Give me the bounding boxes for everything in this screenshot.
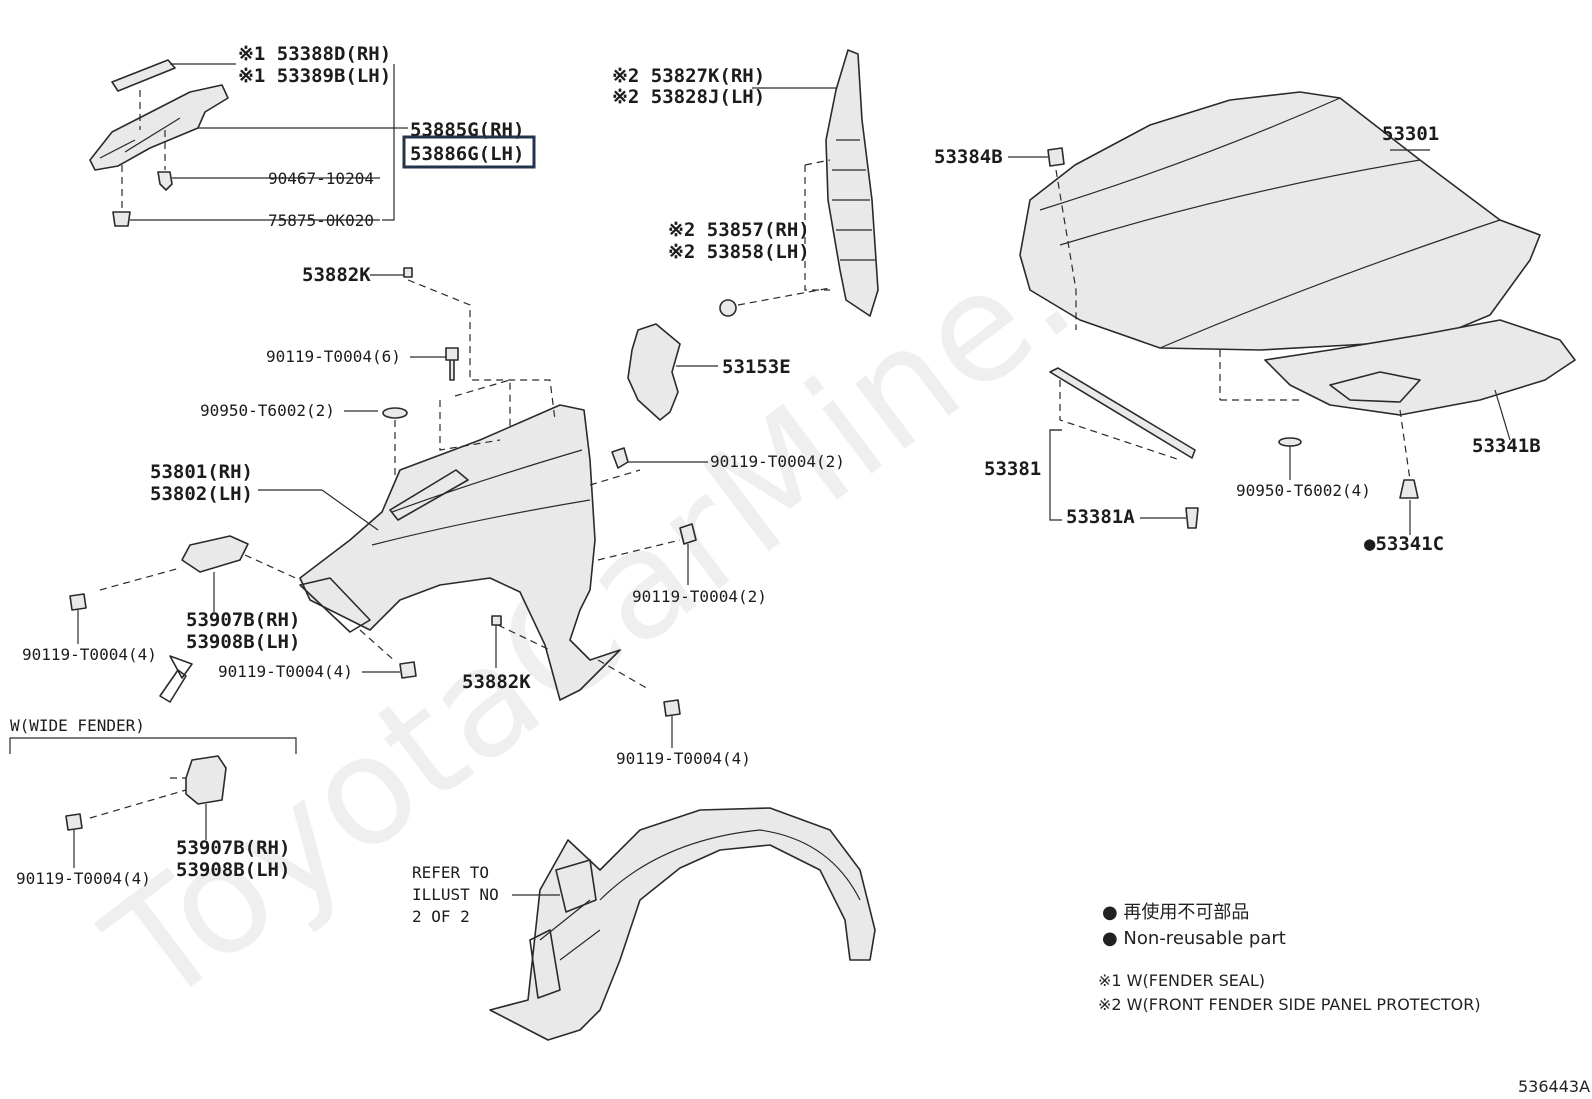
fender-liner-group	[489, 807, 876, 1041]
fender-front-bracket	[299, 577, 371, 633]
label-53801: 53801(RH)	[150, 461, 253, 483]
label-90119-4b: 90119-T0004(4)	[218, 662, 353, 681]
label-refer-3: 2 OF 2	[412, 907, 470, 926]
nut-53882K-b[interactable]	[491, 615, 502, 626]
bracket-53907B-b[interactable]	[185, 755, 227, 805]
label-53381A: 53381A	[1066, 506, 1135, 528]
label-90119-2b: 90119-T0004(2)	[632, 587, 767, 606]
legend-jp: ● 再使用不可部品	[1102, 902, 1249, 923]
label-53857: ※2 53857(RH)	[668, 219, 810, 241]
bolt-90119-2b[interactable]	[679, 523, 697, 545]
fender-seal-part[interactable]	[111, 59, 176, 92]
label-90119-4d: 90119-T0004(4)	[16, 869, 151, 888]
label-53153E: 53153E	[722, 356, 791, 378]
cushion-53384B[interactable]	[1047, 147, 1065, 167]
label-90119-6: 90119-T0004(6)	[266, 347, 401, 366]
label-53389B: ※1 53389B(LH)	[238, 65, 391, 87]
label-wide-fender: W(WIDE FENDER)	[10, 716, 145, 735]
label-53908B-b: 53908B(LH)	[176, 859, 290, 881]
clip-75875[interactable]	[112, 211, 131, 227]
label-53828J: ※2 53828J(LH)	[612, 86, 765, 108]
label-90950-4: 90950-T6002(4)	[1236, 481, 1371, 500]
clip-53381A[interactable]	[1185, 507, 1199, 529]
label-90119-4c: 90119-T0004(4)	[616, 749, 751, 768]
legend-note-1: ※1 W(FENDER SEAL)	[1098, 971, 1265, 990]
highlight-box-53886G	[402, 135, 536, 169]
label-90119-2a: 90119-T0004(2)	[710, 452, 845, 471]
label-90950-2: 90950-T6002(2)	[200, 401, 335, 420]
panel-protector-part[interactable]	[825, 49, 879, 317]
legend-en: ● Non-reusable part	[1102, 928, 1286, 949]
label-refer-1: REFER TO	[412, 863, 489, 882]
legend-note-2: ※2 W(FRONT FENDER SIDE PANEL PROTECTOR)	[1098, 995, 1481, 1014]
fender-flange	[389, 469, 469, 521]
label-53886G[interactable]: 53886G(LH)	[410, 143, 524, 165]
label-53802: 53802(LH)	[150, 483, 253, 505]
clip-53857[interactable]	[719, 299, 737, 317]
label-53384B: 53384B	[934, 146, 1003, 168]
seal-53153E[interactable]	[627, 323, 681, 421]
label-53341C: ●53341C	[1364, 533, 1444, 555]
label-53907B-a: 53907B(RH)	[186, 609, 300, 631]
plug-90950-2[interactable]	[382, 407, 408, 419]
label-53827K: ※2 53827K(RH)	[612, 65, 765, 87]
plug-90950-4[interactable]	[1278, 437, 1302, 447]
nut-53882K-a[interactable]	[403, 267, 413, 278]
hood-insulator-part[interactable]	[1264, 319, 1576, 416]
seal-bracket-part[interactable]	[89, 84, 229, 171]
side-panel-protector-group	[719, 49, 879, 317]
support-53381[interactable]	[1049, 367, 1196, 459]
label-53882K-b: 53882K	[462, 671, 531, 693]
bolt-90119-4a[interactable]	[69, 593, 87, 611]
label-53341B: 53341B	[1472, 435, 1541, 457]
fender-seal-group	[89, 59, 408, 227]
label-53388D: ※1 53388D(RH)	[238, 43, 391, 65]
label-53908B-a: 53908B(LH)	[186, 631, 300, 653]
label-53858: ※2 53858(LH)	[668, 241, 810, 263]
view-arrow	[159, 669, 187, 703]
clip-53341C[interactable]	[1399, 479, 1419, 499]
bolt-90119-6[interactable]	[445, 347, 459, 381]
label-53882K-a: 53882K	[302, 264, 371, 286]
label-90119-4a: 90119-T0004(4)	[22, 645, 157, 664]
clip-90467[interactable]	[157, 171, 173, 191]
bolt-90119-4d[interactable]	[65, 813, 83, 831]
label-90467: 90467-10204	[268, 169, 374, 188]
label-75875: 75875-0K020	[268, 211, 374, 230]
figure-id: 536443A	[1518, 1077, 1590, 1096]
label-refer-2: ILLUST NO	[412, 885, 499, 904]
label-53301: 53301	[1382, 123, 1439, 145]
bracket-53907B-a[interactable]	[181, 535, 249, 573]
wide-fender-bracket	[9, 737, 297, 754]
bolt-90119-4b[interactable]	[399, 661, 417, 679]
fender-group	[258, 279, 681, 701]
hood-group	[1008, 91, 1576, 535]
fender-liner-part[interactable]	[489, 807, 876, 1041]
bolt-90119-2a[interactable]	[611, 447, 629, 469]
label-53381: 53381	[984, 458, 1041, 480]
label-53907B-b: 53907B(RH)	[176, 837, 290, 859]
bolt-90119-4c[interactable]	[663, 699, 681, 717]
